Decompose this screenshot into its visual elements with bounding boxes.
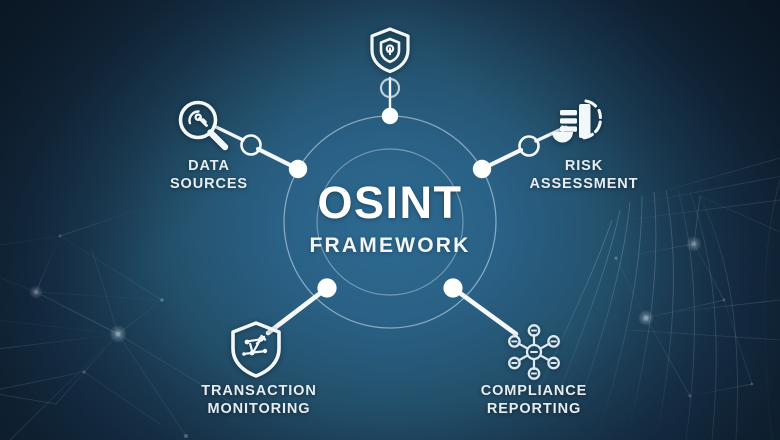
page-subtitle: FRAMEWORK [309,234,471,257]
label-risk-assessment: RISK ASSESSMENT [529,158,639,192]
hub-node-risk-assessment [472,159,492,179]
coins-stack-icon [546,92,608,154]
hub-node-compliance-reporting [443,278,463,298]
hub-node-top [381,107,399,125]
page-title: OSINT [317,177,463,228]
hub-node-data-sources [288,159,308,179]
hub-network-icon [504,322,564,382]
hub-node-transaction-monitoring [317,278,337,298]
hub-top-ring [379,77,401,99]
shield-check-icon [368,26,412,74]
magnifying-glass-icon [174,96,232,154]
label-transaction-monitoring: TRANSACTION MONITORING [201,383,317,417]
hub-spoke-rings [240,134,540,157]
center-label-group: OSINT FRAMEWORK [240,180,540,256]
label-compliance-reporting: COMPLIANCE REPORTING [480,383,588,417]
shield-network-icon [228,320,284,380]
hub-nodes [288,107,492,298]
label-data-sources: DATA SOURCES [169,158,248,192]
